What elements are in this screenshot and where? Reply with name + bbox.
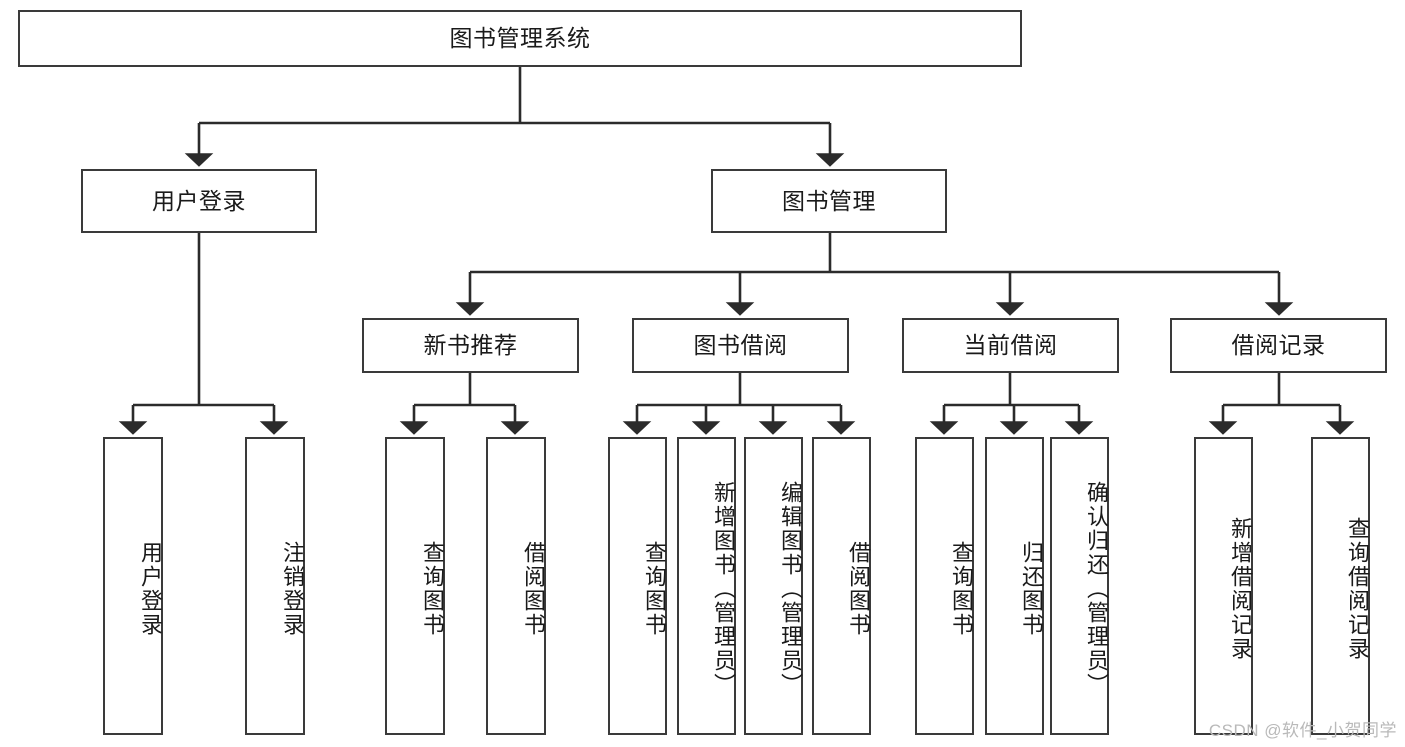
leaf-label: 借阅图书 [521,541,546,637]
leaf-label: 用户登录 [138,541,163,637]
csdn-watermark: CSDN @软件_小贺同学 [1208,721,1397,740]
node-book-borrow[interactable]: 图书借阅 [632,318,849,373]
leaf-borrow-record-query[interactable]: 查询借阅记录 [1311,437,1370,735]
leaf-label: 查询借阅记录 [1345,517,1370,661]
leaf-current-borrow-confirm[interactable]: 确认归还（管理员） [1050,437,1109,735]
node-borrow-record[interactable]: 借阅记录 [1170,318,1387,373]
node-current-borrow[interactable]: 当前借阅 [902,318,1119,373]
leaf-book-borrow-query[interactable]: 查询图书 [608,437,667,735]
node-root-system[interactable]: 图书管理系统 [18,10,1022,67]
leaf-book-borrow-borrow[interactable]: 借阅图书 [812,437,871,735]
node-user-login[interactable]: 用户登录 [81,169,317,233]
leaf-label: 查询图书 [949,541,974,637]
leaf-label: 编辑图书（管理员） [778,481,803,697]
leaf-label: 新增图书（管理员） [711,481,736,697]
leaf-label: 新增借阅记录 [1228,517,1253,661]
node-book-management[interactable]: 图书管理 [711,169,947,233]
leaf-user-login-login[interactable]: 用户登录 [103,437,163,735]
leaf-new-book-query[interactable]: 查询图书 [385,437,445,735]
leaf-new-book-borrow[interactable]: 借阅图书 [486,437,546,735]
leaf-borrow-record-add[interactable]: 新增借阅记录 [1194,437,1253,735]
leaf-label: 查询图书 [420,541,445,637]
leaf-user-login-logout[interactable]: 注销登录 [245,437,305,735]
leaf-current-borrow-query[interactable]: 查询图书 [915,437,974,735]
leaf-current-borrow-return[interactable]: 归还图书 [985,437,1044,735]
leaf-book-borrow-edit[interactable]: 编辑图书（管理员） [744,437,803,735]
leaf-label: 归还图书 [1019,541,1044,637]
leaf-label: 确认归还（管理员） [1084,481,1109,697]
leaf-label: 查询图书 [642,541,667,637]
leaf-label: 注销登录 [280,541,305,637]
leaf-label: 借阅图书 [846,541,871,637]
node-new-book-recommend[interactable]: 新书推荐 [362,318,579,373]
leaf-book-borrow-add[interactable]: 新增图书（管理员） [677,437,736,735]
